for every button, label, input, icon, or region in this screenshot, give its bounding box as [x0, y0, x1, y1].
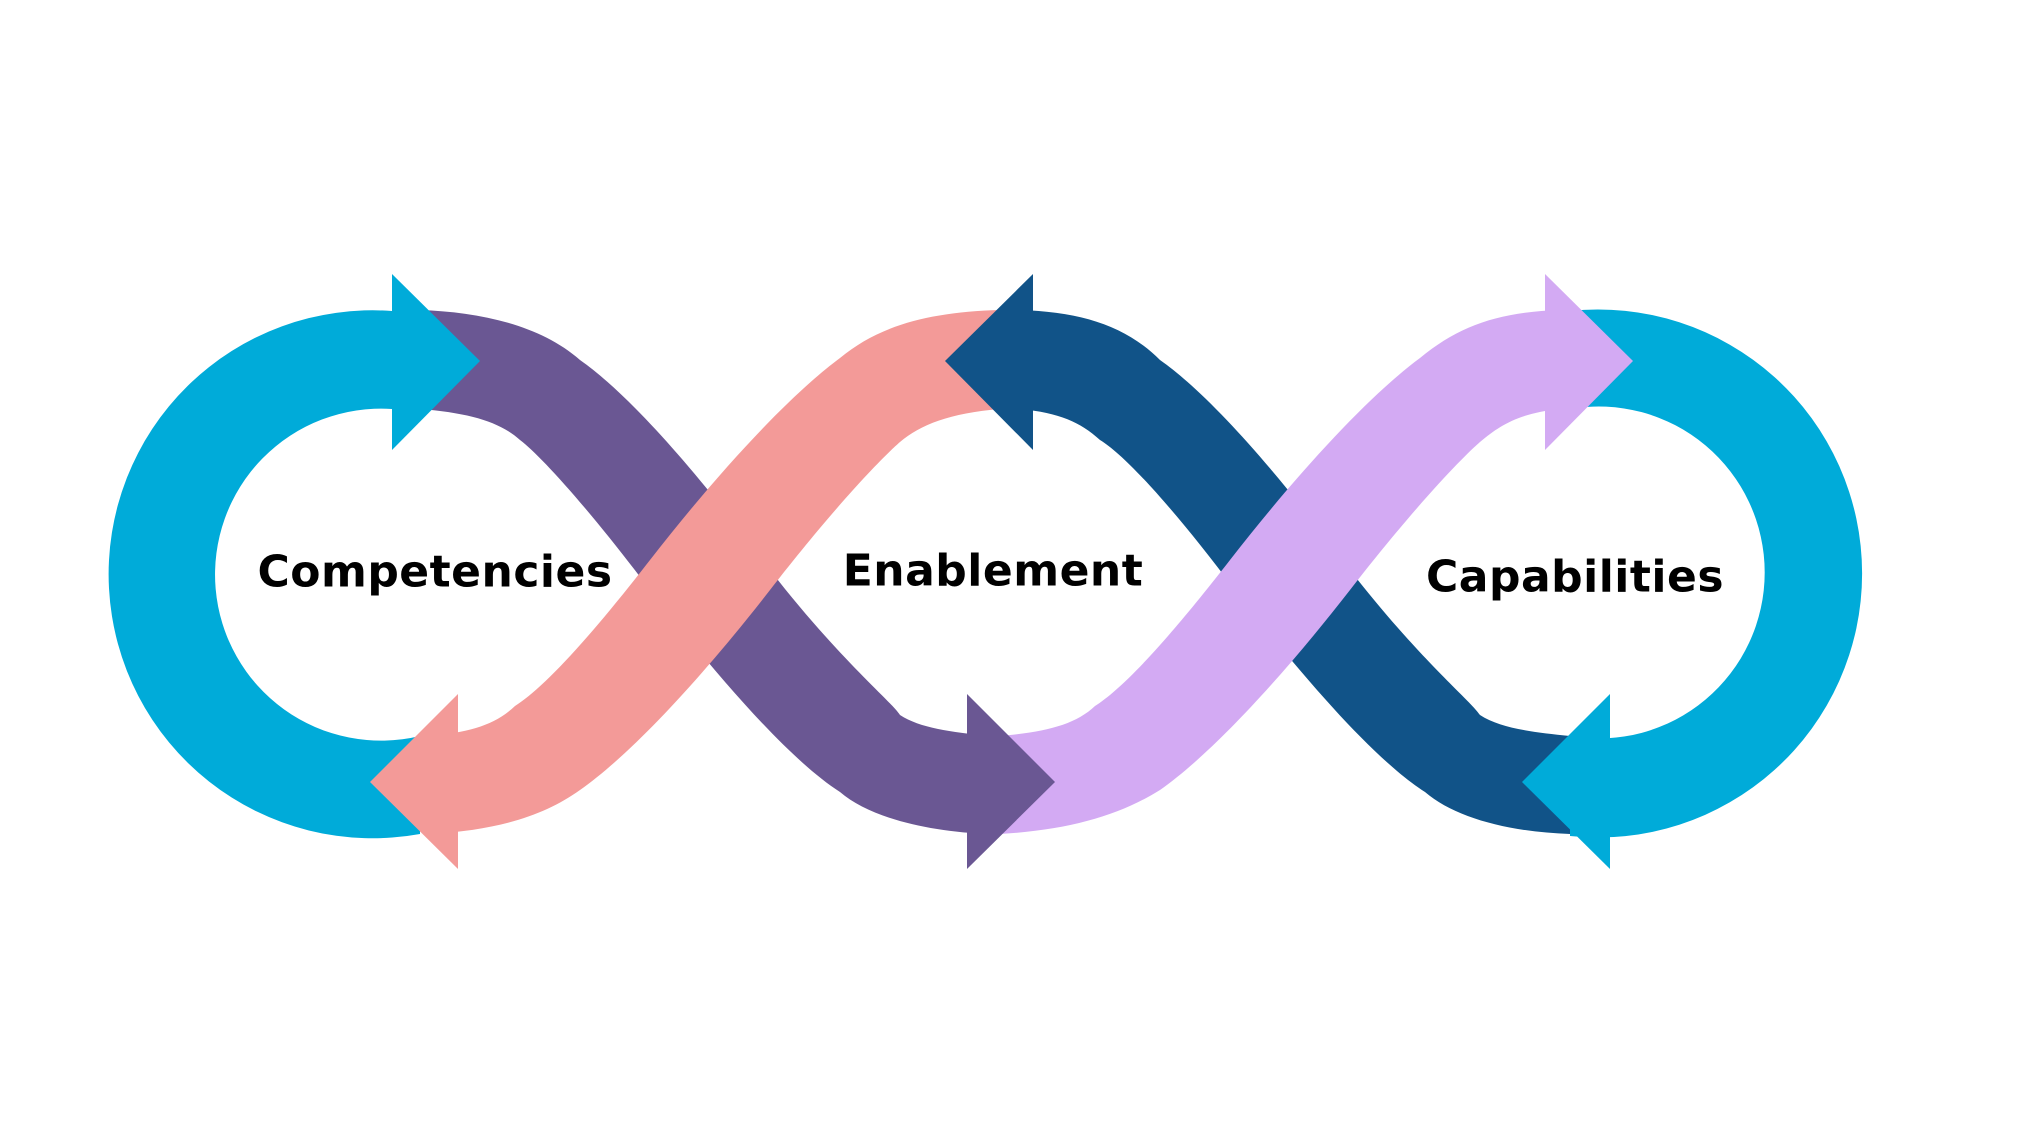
arrowhead-bottom-right-left — [1522, 694, 1610, 869]
arrowhead-top-left-right — [392, 274, 480, 450]
left-loop-arc — [108, 310, 421, 839]
lavender-band — [1000, 310, 1560, 834]
competencies-label: Competencies — [257, 546, 613, 598]
arrowhead-bottom-middle-right — [967, 694, 1055, 869]
salmon-band — [430, 310, 1000, 834]
arrowhead-top-right-right — [1545, 274, 1633, 450]
arrowhead-bottom-left-left — [370, 694, 458, 869]
enablement-label: Enablement — [842, 545, 1144, 597]
capabilities-label: Capabilities — [1425, 551, 1725, 603]
right-loop-arc — [1570, 309, 1863, 838]
arrowhead-top-middle-left — [945, 274, 1033, 450]
